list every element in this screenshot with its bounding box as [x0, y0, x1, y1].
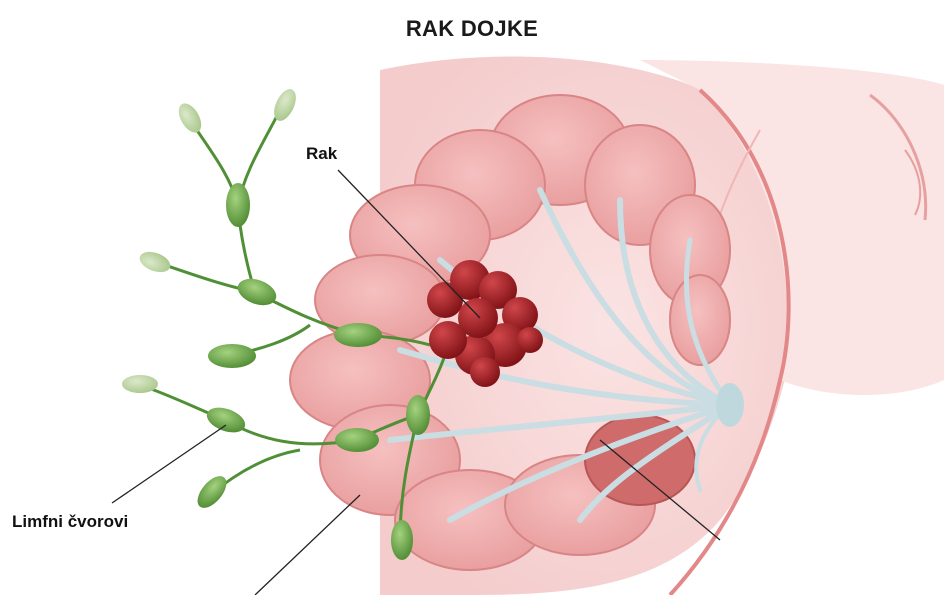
- lymph-node: [335, 428, 379, 452]
- diagram-title: RAK DOJKE: [0, 16, 944, 42]
- lymph-node: [203, 403, 248, 437]
- label-cancer: Rak: [306, 144, 337, 164]
- lymph-node: [234, 274, 280, 310]
- label-lymph-nodes: Limfni čvorovi: [12, 512, 128, 532]
- lymph-node: [208, 344, 256, 368]
- lymph-node: [122, 375, 158, 393]
- lymph-node: [406, 395, 430, 435]
- lymph-node: [192, 471, 232, 513]
- lymph-node: [226, 183, 250, 227]
- lymph-node: [334, 323, 382, 347]
- lymph-node: [174, 100, 206, 137]
- nipple-duct-opening: [716, 383, 744, 427]
- lymph-node: [137, 248, 173, 276]
- lymph-node: [391, 520, 413, 560]
- leader-line-lobule: [255, 495, 360, 595]
